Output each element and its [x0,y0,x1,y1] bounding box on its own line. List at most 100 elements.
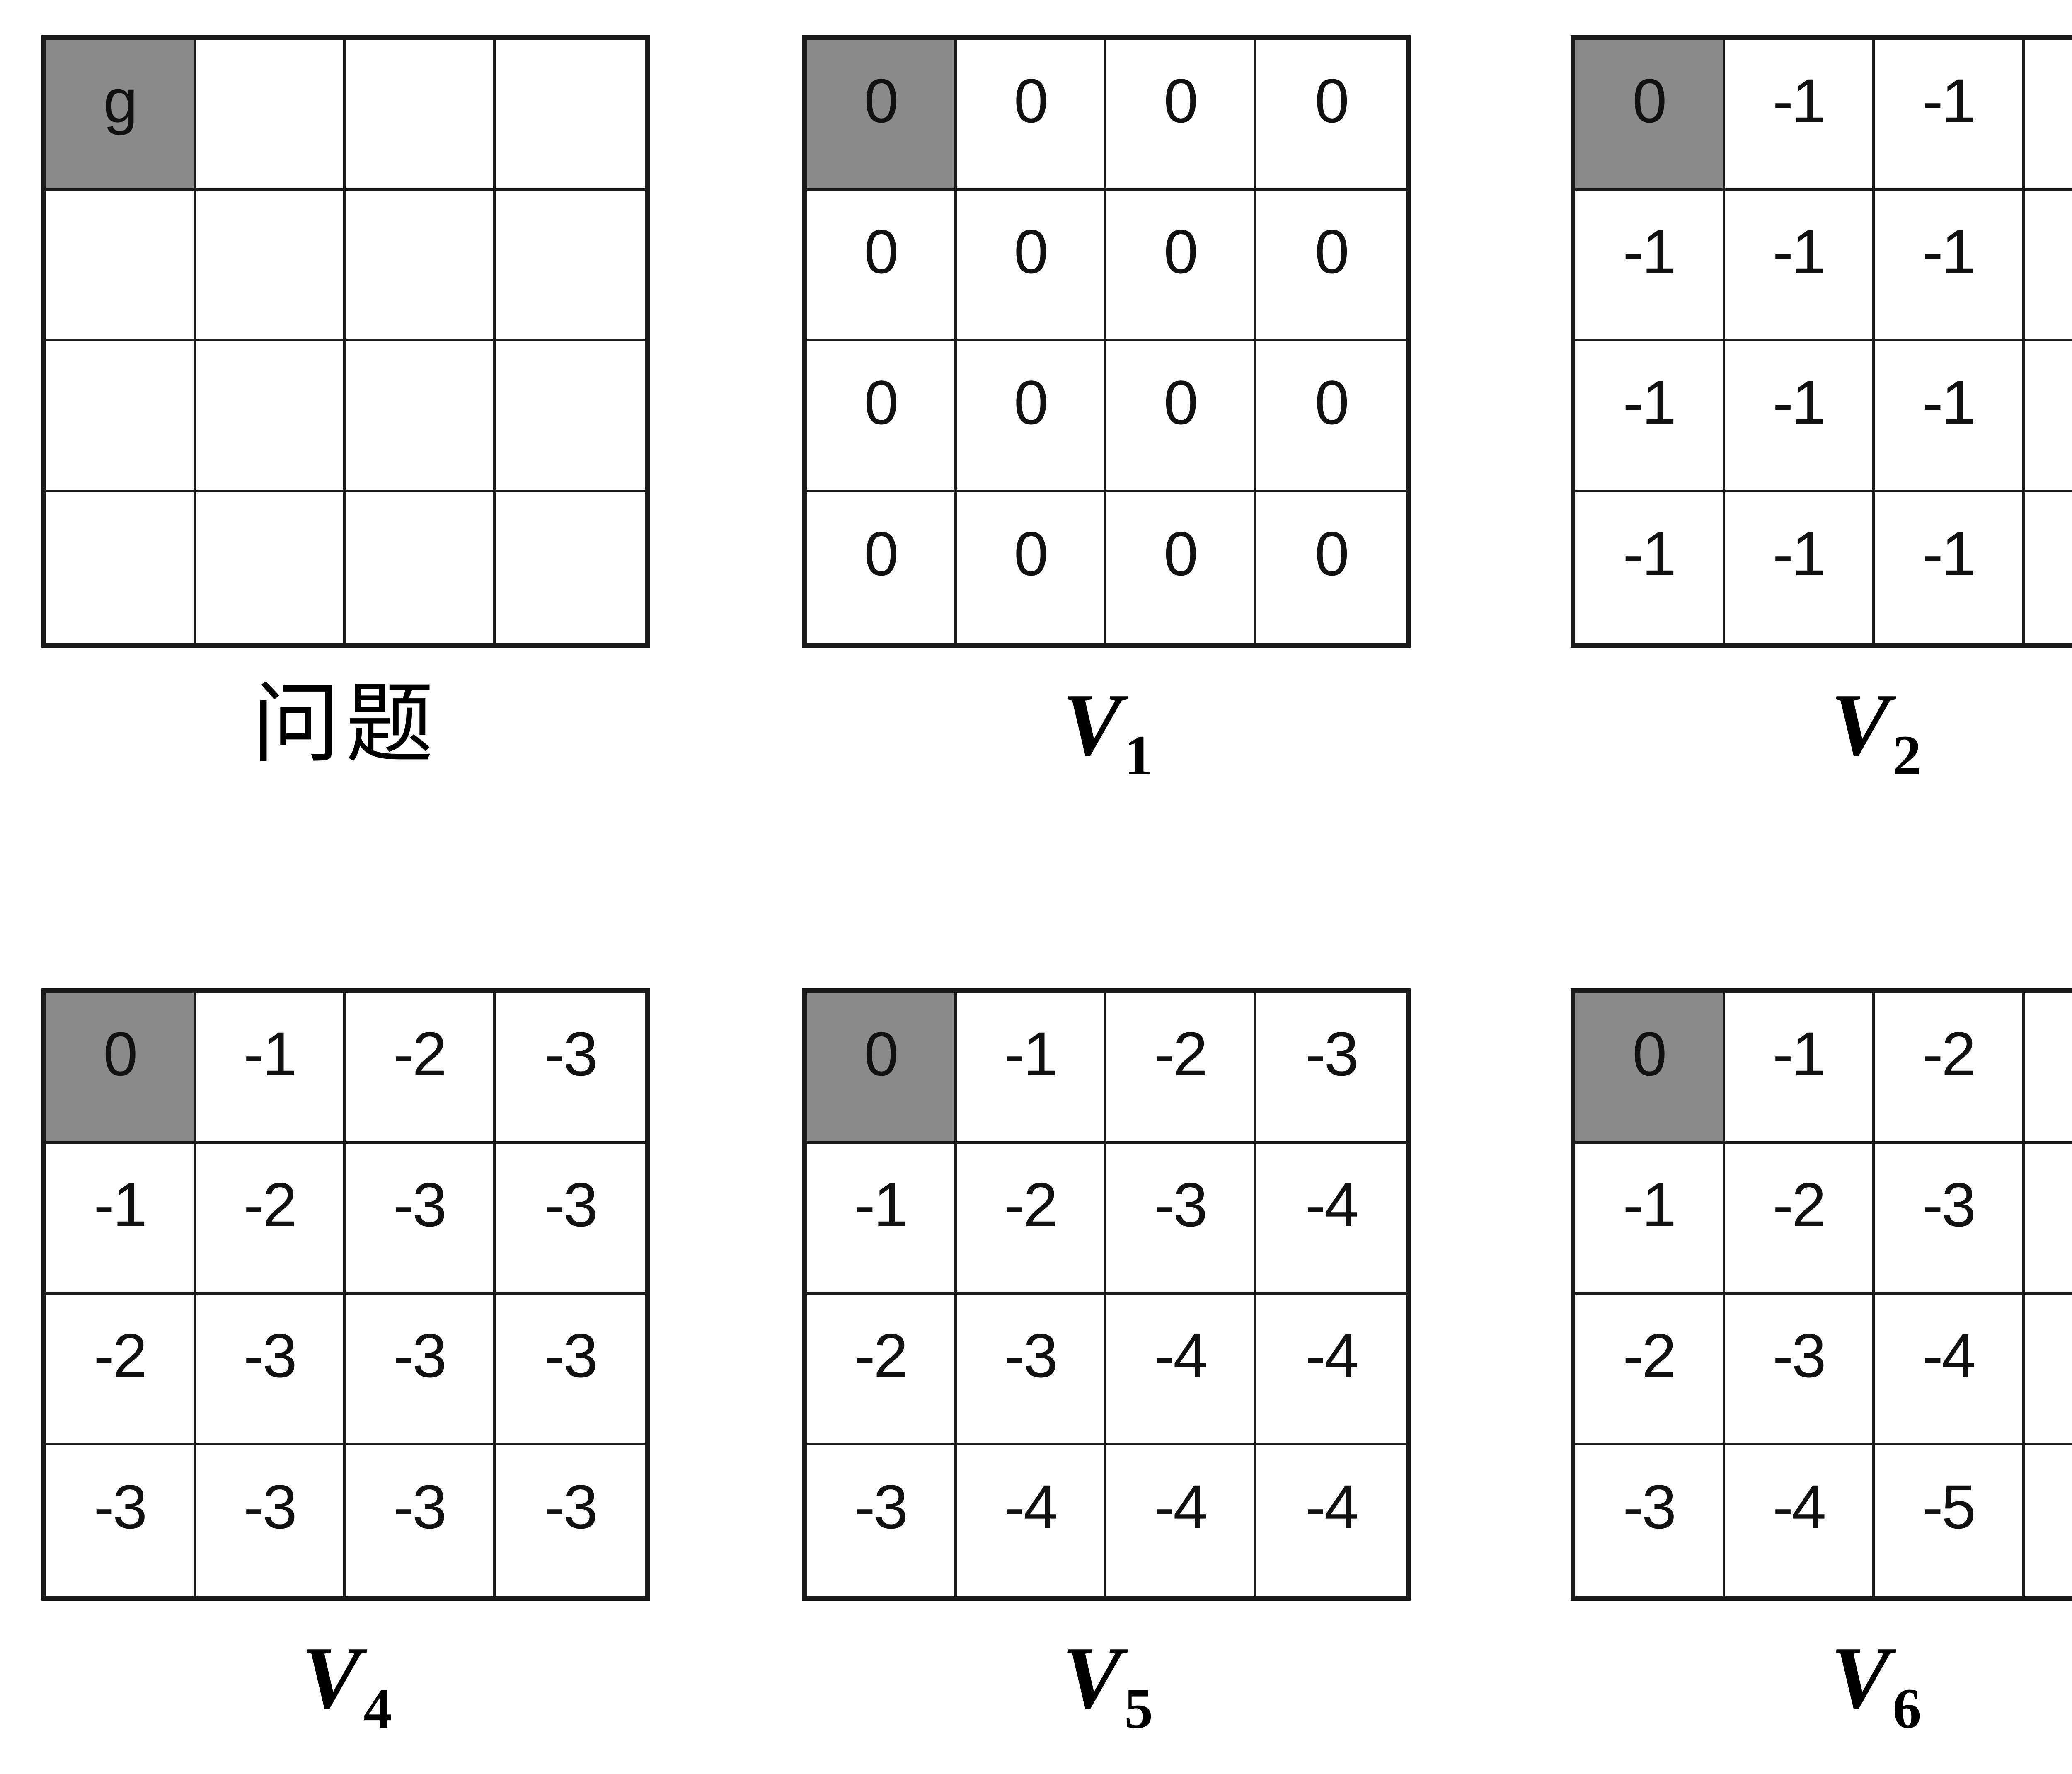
grid-cell: -3 [495,1445,645,1596]
grid-problem: g [41,35,650,648]
cell-value: 0 [1014,216,1048,286]
grid-cell: -3 [1725,1295,1875,1445]
grid-cell: -1 [1725,492,1875,643]
grid-cell: 0 [1256,492,1406,643]
grid-cell: -3 [346,1144,496,1295]
grid-cell [495,40,645,191]
panel-caption-v5: V5 [802,1633,1411,1737]
caption-symbol: V [1830,675,1890,774]
cell-value: 0 [1314,216,1349,286]
grid-cell-goal: 0 [807,40,957,191]
cell-value: -1 [1623,1169,1676,1239]
cell-value: -3 [2025,1023,2072,1085]
caption-subscript: 1 [1124,724,1153,787]
cell-value: 0 [1164,216,1198,286]
cell-value: -3 [393,1320,447,1390]
cell-value: -3 [1772,1320,1826,1390]
cell-value: -1 [94,1169,147,1239]
grid-cell: 0 [1256,341,1406,492]
grid-cell: -2 [956,1144,1106,1295]
cell-value: -4 [1154,1471,1208,1542]
cell-value: 0 [864,65,898,136]
cell-value: -4 [1305,1320,1359,1390]
caption-subscript: 2 [1893,724,1922,787]
cell-value: -1 [2025,371,2072,433]
grid-cell: -4 [1725,1445,1875,1596]
grid-cell: -1 [1725,341,1875,492]
cell-value: 0 [1632,1019,1667,1089]
grid-cell: -4 [2024,1144,2072,1295]
grid-cell: -3 [1575,1445,1725,1596]
grid-cell: 0 [1106,40,1256,191]
grid-cell: 0 [807,191,957,341]
grid-cell [346,191,496,341]
grid-cell-goal: 0 [46,993,196,1144]
caption-subscript: 6 [1893,1677,1922,1740]
cell-value: 0 [864,1019,898,1089]
grid-cell [495,492,645,643]
cell-value: 0 [1314,65,1349,136]
grid-cell: -1 [1725,40,1875,191]
grid-cell [346,341,496,492]
cell-value: -2 [1004,1169,1058,1239]
panel-caption-v1: V1 [802,680,1411,784]
grid-cell: -4 [1875,1295,2025,1445]
cell-value: -5 [2025,1324,2072,1387]
grid-cell [46,492,196,643]
grid-cell [346,40,496,191]
cell-value: -2 [243,1169,297,1239]
cell-value: -3 [243,1320,297,1390]
cell-value: -1 [1772,65,1826,136]
cell-value: -1 [243,1019,297,1089]
grid-cell: 0 [956,191,1106,341]
grid-cell: -3 [1256,993,1406,1144]
grid-cell: -1 [2024,40,2072,191]
grid-cell: -1 [2024,191,2072,341]
grid-cell: -3 [196,1295,346,1445]
grid-cell: -2 [46,1295,196,1445]
grid-cell: -1 [1875,341,2025,492]
grid-cell: -4 [1256,1144,1406,1295]
caption-subscript: 5 [1124,1677,1153,1740]
grid-cell: 0 [807,341,957,492]
cell-value: 0 [1164,367,1198,437]
cell-value: -1 [2025,220,2072,283]
cell-value: -1 [1922,65,1976,136]
cell-value: -2 [94,1320,147,1390]
grid-cell: -3 [495,1295,645,1445]
grid-cell: -3 [346,1295,496,1445]
grid-cell: 0 [1106,191,1256,341]
grid-cell [46,191,196,341]
cell-value: -1 [1623,216,1676,286]
panel-caption-v6: V6 [1571,1633,2072,1737]
cell-value: -1 [1004,1019,1058,1089]
cell-value: -2 [393,1019,447,1089]
cell-value: -3 [1305,1019,1359,1089]
grid-cell: 0 [1106,492,1256,643]
cell-value: -1 [1623,518,1676,588]
grid-cell: -1 [1875,191,2025,341]
cell-value: -3 [1154,1169,1208,1239]
grid-cell: -1 [1575,341,1725,492]
grid-cell: -1 [956,993,1106,1144]
grid-cell-goal: g [46,40,196,191]
grid-cell: -1 [1575,191,1725,341]
grid-cell: -2 [1725,1144,1875,1295]
cell-value: -1 [1772,367,1826,437]
caption-symbol: V [301,1628,361,1727]
grid-cell [46,341,196,492]
cell-value: -5 [2025,1476,2072,1538]
grid-v5: 0-1-2-3-1-2-3-4-2-3-4-4-3-4-4-4 [802,988,1411,1601]
cell-value: -3 [94,1471,147,1542]
cell-value: -1 [1772,1019,1826,1089]
grid-cell: -2 [346,993,496,1144]
grid-cell: -1 [807,1144,957,1295]
grid-v6: 0-1-2-3-1-2-3-4-2-3-4-5-3-4-5-5 [1571,988,2072,1601]
cell-value: 0 [864,518,898,588]
cell-value: -1 [2025,523,2072,585]
cell-value: -4 [1922,1320,1976,1390]
